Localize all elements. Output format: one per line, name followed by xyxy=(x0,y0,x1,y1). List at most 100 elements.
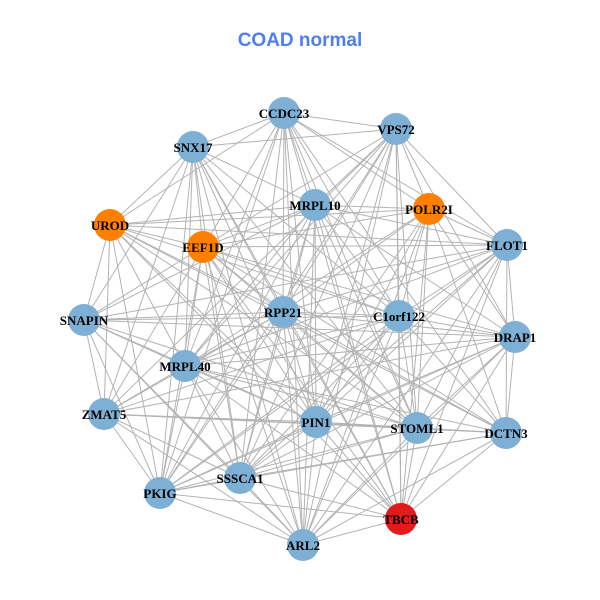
node-POLR2I[interactable]: POLR2I xyxy=(405,193,453,225)
node-CCDC23[interactable]: CCDC23 xyxy=(259,97,310,129)
node-circle[interactable] xyxy=(490,417,522,449)
edge-CCDC23-PIN1 xyxy=(283,112,317,423)
edge-DRAP1-ZMAT5 xyxy=(103,336,516,415)
edge-POLR2I-ARL2 xyxy=(302,208,430,546)
node-VPS72[interactable]: VPS72 xyxy=(377,113,415,145)
edge-STOML1-ARL2 xyxy=(302,427,418,546)
edge-MRPL10-SSSCA1 xyxy=(239,204,316,479)
edge-UROD-RPP21 xyxy=(109,224,284,313)
edge-MRPL40-ARL2 xyxy=(184,365,304,546)
edge-FLOT1-TBCB xyxy=(400,244,508,520)
edge-POLR2I-SSSCA1 xyxy=(239,208,430,479)
node-circle[interactable] xyxy=(401,412,433,444)
node-label: SNX17 xyxy=(173,140,213,155)
node-SNX17[interactable]: SNX17 xyxy=(173,131,213,163)
edge-RPP21-TBCB xyxy=(282,311,402,520)
edge-CCDC23-C1orf122 xyxy=(283,112,400,317)
edge-RPP21-DCTN3 xyxy=(282,311,507,434)
node-EEF1D[interactable]: EEF1D xyxy=(182,231,224,263)
edge-CCDC23-SNX17 xyxy=(192,112,285,148)
node-circle[interactable] xyxy=(413,193,445,225)
edge-SNX17-MRPL10 xyxy=(192,146,316,206)
node-circle[interactable] xyxy=(68,304,100,336)
edge-MRPL40-TBCB xyxy=(184,365,402,520)
node-ZMAT5[interactable]: ZMAT5 xyxy=(82,398,127,430)
edge-FLOT1-RPP21 xyxy=(282,244,508,313)
node-ARL2[interactable]: ARL2 xyxy=(286,529,320,561)
node-label: DCTN3 xyxy=(484,426,528,441)
node-circle[interactable] xyxy=(499,321,531,353)
node-label: ZMAT5 xyxy=(82,407,127,422)
edge-VPS72-DRAP1 xyxy=(395,128,516,338)
edge-CCDC23-VPS72 xyxy=(283,112,397,130)
edge-SNX17-STOML1 xyxy=(192,146,418,429)
edge-MRPL10-TBCB xyxy=(314,204,402,520)
node-circle[interactable] xyxy=(383,300,415,332)
node-RPP21[interactable]: RPP21 xyxy=(264,296,302,328)
edge-MRPL40-PIN1 xyxy=(184,365,317,423)
node-circle[interactable] xyxy=(94,209,126,241)
edge-POLR2I-TBCB xyxy=(400,208,430,520)
edge-RPP21-PKIG xyxy=(159,311,284,494)
edge-TBCB-ARL2 xyxy=(302,518,402,546)
node-SNAPIN[interactable]: SNAPIN xyxy=(60,304,109,336)
edge-POLR2I-UROD xyxy=(109,208,430,226)
edge-CCDC23-TBCB xyxy=(283,112,402,520)
node-circle[interactable] xyxy=(169,350,201,382)
node-circle[interactable] xyxy=(144,477,176,509)
node-circle[interactable] xyxy=(299,189,331,221)
edge-FLOT1-C1orf122 xyxy=(398,244,508,317)
node-circle[interactable] xyxy=(380,113,412,145)
edge-MRPL10-UROD xyxy=(109,204,316,226)
node-circle[interactable] xyxy=(268,97,300,129)
node-circle[interactable] xyxy=(385,503,417,535)
node-circle[interactable] xyxy=(287,529,319,561)
edge-SNAPIN-ARL2 xyxy=(83,319,304,546)
edge-MRPL40-STOML1 xyxy=(184,365,418,429)
edge-VPS72-EEF1D xyxy=(202,128,397,248)
node-TBCB[interactable]: TBCB xyxy=(383,503,419,535)
node-circle[interactable] xyxy=(300,406,332,438)
node-circle[interactable] xyxy=(267,296,299,328)
node-PKIG[interactable]: PKIG xyxy=(143,477,177,509)
edge-UROD-MRPL40 xyxy=(109,224,186,367)
node-C1orf122[interactable]: C1orf122 xyxy=(373,300,425,332)
edge-POLR2I-DRAP1 xyxy=(428,208,516,338)
node-label: VPS72 xyxy=(377,122,415,137)
edge-SNAPIN-ZMAT5 xyxy=(83,319,105,415)
edge-EEF1D-SNAPIN xyxy=(83,246,204,321)
node-circle[interactable] xyxy=(187,231,219,263)
edge-FLOT1-MRPL40 xyxy=(184,244,508,367)
edge-CCDC23-MRPL10 xyxy=(283,112,316,206)
node-circle[interactable] xyxy=(88,398,120,430)
node-circle[interactable] xyxy=(177,131,209,163)
node-DRAP1[interactable]: DRAP1 xyxy=(494,321,537,353)
edge-EEF1D-TBCB xyxy=(202,246,402,520)
chart-title: COAD normal xyxy=(237,30,363,51)
edge-DRAP1-STOML1 xyxy=(416,336,516,429)
node-STOML1[interactable]: STOML1 xyxy=(390,412,444,444)
edge-CCDC23-POLR2I xyxy=(283,112,430,210)
node-label: POLR2I xyxy=(405,202,453,217)
node-MRPL40[interactable]: MRPL40 xyxy=(159,350,211,382)
edge-ZMAT5-ARL2 xyxy=(103,413,304,546)
node-circle[interactable] xyxy=(491,229,523,261)
edge-DCTN3-ARL2 xyxy=(302,432,507,546)
node-MRPL10[interactable]: MRPL10 xyxy=(289,189,341,221)
edge-MRPL10-POLR2I xyxy=(314,204,430,210)
edges xyxy=(83,112,516,546)
edge-C1orf122-MRPL40 xyxy=(184,315,400,367)
node-FLOT1[interactable]: FLOT1 xyxy=(486,229,528,261)
edge-PKIG-TBCB xyxy=(159,492,402,520)
node-circle[interactable] xyxy=(224,462,256,494)
node-label: ARL2 xyxy=(286,538,320,553)
edge-EEF1D-DCTN3 xyxy=(202,246,507,434)
node-DCTN3[interactable]: DCTN3 xyxy=(484,417,528,449)
edge-UROD-SNAPIN xyxy=(83,224,111,321)
edge-C1orf122-DCTN3 xyxy=(398,315,507,434)
node-PIN1[interactable]: PIN1 xyxy=(300,406,332,438)
node-UROD[interactable]: UROD xyxy=(91,209,129,241)
node-label: DRAP1 xyxy=(494,330,537,345)
node-SSSCA1[interactable]: SSSCA1 xyxy=(217,462,264,494)
